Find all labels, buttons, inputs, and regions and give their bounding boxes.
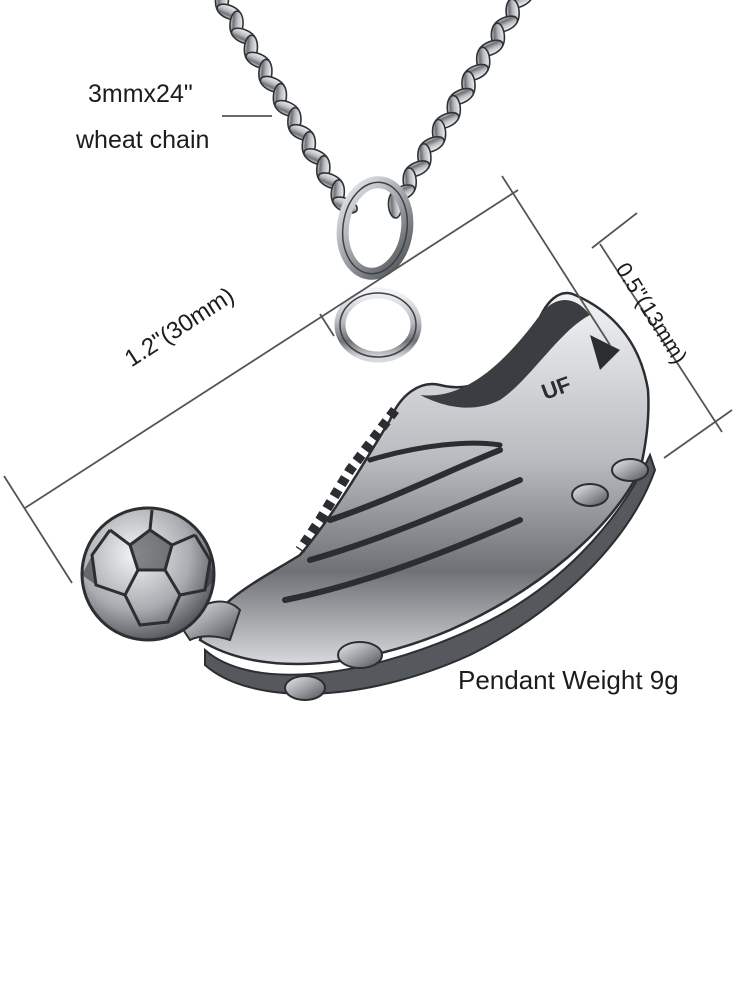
- cleats: [284, 458, 649, 701]
- chain-size-label: 3mmx24": [88, 80, 193, 108]
- soccer-ball: [80, 506, 216, 642]
- pendant-weight-label: Pendant Weight 9g: [458, 665, 679, 695]
- wheat-chain: [214, 0, 533, 219]
- bail-ring: [334, 176, 422, 363]
- soccer-shoe-pendant: UF: [178, 291, 657, 701]
- chain-type-label: wheat chain: [76, 126, 210, 154]
- dimension-lines: [3, 115, 733, 584]
